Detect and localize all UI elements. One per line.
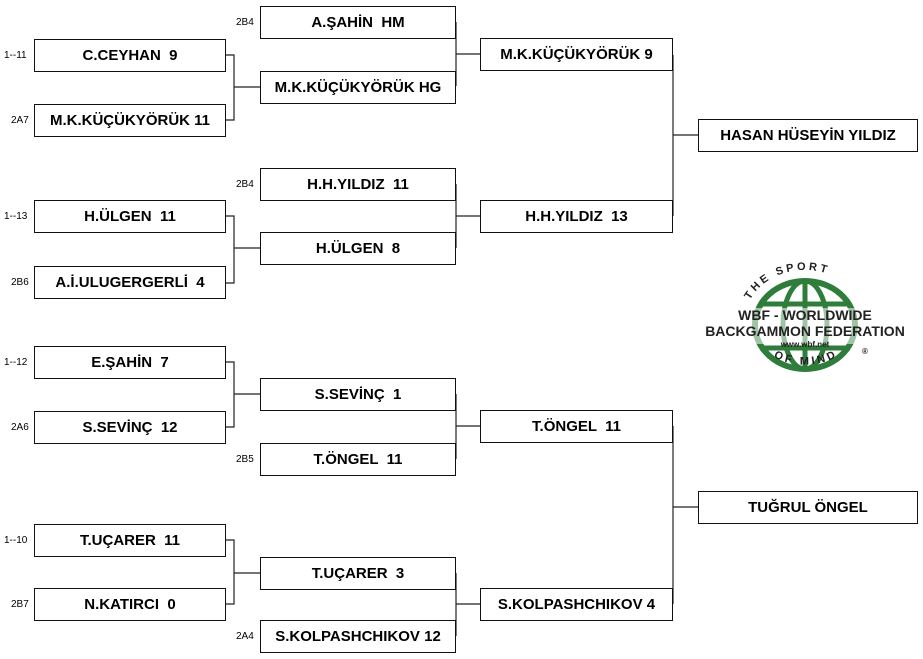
round1-seed-label: 2B6 xyxy=(11,277,29,288)
round1-player-box: N.KATIRCI 0 xyxy=(34,588,226,621)
round3-player-box: S.KOLPASHCHIKOV 4 xyxy=(480,588,673,621)
round2-player-box: H.ÜLGEN 8 xyxy=(260,232,456,265)
wbf-logo: THE SPORT OF MIND WBF - WORLDWIDE BACKGA… xyxy=(705,261,905,372)
logo-line2: BACKGAMMON FEDERATION xyxy=(705,323,905,339)
round1-player-box: C.CEYHAN 9 xyxy=(34,39,226,72)
round2-player-box: H.H.YILDIZ 11 xyxy=(260,168,456,201)
group-winner-box: HASAN HÜSEYİN YILDIZ xyxy=(698,119,918,152)
round1-player-box: A.İ.ULUGERGERLİ 4 xyxy=(34,266,226,299)
round1-player-box: H.ÜLGEN 11 xyxy=(34,200,226,233)
round2-player-box: M.K.KÜÇÜKYÖRÜK HG xyxy=(260,71,456,104)
round2-player-box: S.KOLPASHCHIKOV 12 xyxy=(260,620,456,653)
round2-seed-label: 2A4 xyxy=(236,631,254,642)
round2-seed-label: 2B4 xyxy=(236,179,254,190)
round3-player-box: M.K.KÜÇÜKYÖRÜK 9 xyxy=(480,38,673,71)
round2-player-box: S.SEVİNÇ 1 xyxy=(260,378,456,411)
round1-player-box: E.ŞAHİN 7 xyxy=(34,346,226,379)
round2-seed-label: 2B4 xyxy=(236,17,254,28)
round1-seed-label: 2A6 xyxy=(11,422,29,433)
logo-line1: WBF - WORLDWIDE xyxy=(738,307,872,323)
round1-seed-label: 1--11 xyxy=(4,50,27,61)
round2-seed-label: 2B5 xyxy=(236,454,254,465)
logo-registered-mark: ® xyxy=(862,347,868,356)
round2-player-box: A.ŞAHİN HM xyxy=(260,6,456,39)
round1-player-box: M.K.KÜÇÜKYÖRÜK 11 xyxy=(34,104,226,137)
round1-seed-label: 2A7 xyxy=(11,115,29,126)
round1-player-box: T.UÇARER 11 xyxy=(34,524,226,557)
round1-seed-label: 1--12 xyxy=(4,357,28,368)
round2-player-box: T.ÖNGEL 11 xyxy=(260,443,456,476)
round3-player-box: H.H.YILDIZ 13 xyxy=(480,200,673,233)
group-winner-box: TUĞRUL ÖNGEL xyxy=(698,491,918,524)
logo-url: www.wbf.net xyxy=(780,340,830,349)
round2-player-box: T.UÇARER 3 xyxy=(260,557,456,590)
round1-seed-label: 2B7 xyxy=(11,599,29,610)
round1-seed-label: 1--10 xyxy=(4,535,28,546)
round1-seed-label: 1--13 xyxy=(4,211,28,222)
round1-player-box: S.SEVİNÇ 12 xyxy=(34,411,226,444)
round3-player-box: T.ÖNGEL 11 xyxy=(480,410,673,443)
